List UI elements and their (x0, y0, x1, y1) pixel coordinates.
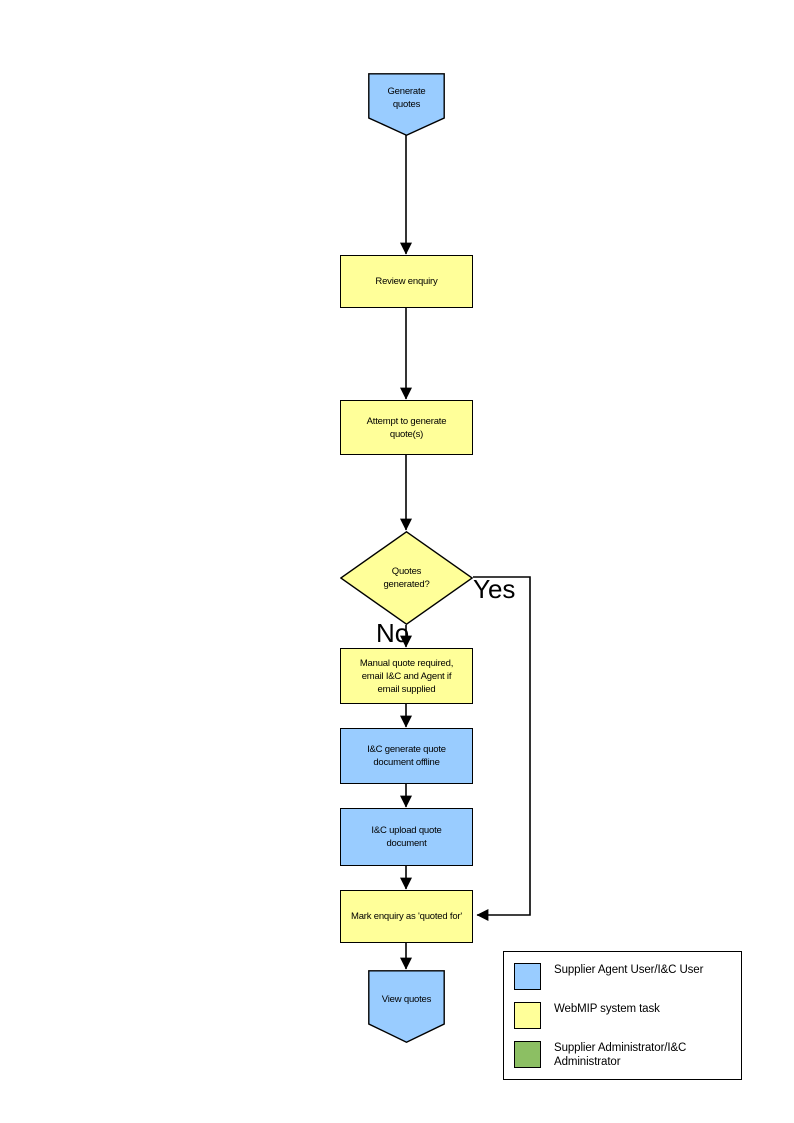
edge-label-yes: Yes (473, 574, 516, 604)
node-attempt-generate-quotes[interactable]: Attempt to generate quote(s) (340, 400, 473, 455)
edge-yes-to-mark (473, 576, 531, 921)
node-label: View quotes (381, 994, 432, 1005)
node-mark-enquiry-quoted-for[interactable]: Mark enquiry as 'quoted for' (340, 890, 473, 943)
node-review-enquiry[interactable]: Review enquiry (340, 255, 473, 308)
legend-label: Supplier Agent User/I&C User (554, 964, 704, 976)
node-label: Review enquiry (375, 276, 438, 287)
legend-row: Supplier Administrator/I&C Administrator (514, 1041, 686, 1069)
legend-label: WebMIP system task (554, 1003, 660, 1015)
diamond-shape (340, 531, 473, 625)
node-label: I&C upload quote document (371, 825, 442, 849)
edge-label-no: No (376, 618, 410, 648)
node-label: Generate quotes (387, 85, 426, 110)
node-view-quotes[interactable]: View quotes (368, 970, 445, 1043)
legend-row: Supplier Agent User/I&C User (514, 963, 703, 990)
node-label: Mark enquiry as 'quoted for' (350, 911, 463, 922)
node-manual-quote-required[interactable]: Manual quote required, email I&C and Age… (340, 648, 473, 704)
node-label: Quotes generated? (383, 566, 430, 590)
node-quotes-generated-decision[interactable]: Quotes generated? (340, 531, 473, 625)
node-label: Manual quote required, email I&C and Age… (359, 657, 454, 695)
pentagon-shape (368, 73, 445, 136)
pentagon-shape (368, 970, 445, 1043)
node-generate-quotes[interactable]: Generate quotes (368, 73, 445, 136)
legend-label: Supplier Administrator/I&C Administrator (554, 1042, 687, 1068)
node-label: Attempt to generate quote(s) (366, 415, 447, 440)
legend-swatch-supplier-agent-user (514, 963, 541, 990)
legend-swatch-webmip-system-task (514, 1002, 541, 1029)
legend: Supplier Agent User/I&C User WebMIP syst… (503, 951, 742, 1080)
node-label: I&C generate quote document offline (367, 744, 446, 768)
legend-swatch-supplier-administrator (514, 1041, 541, 1068)
node-ic-upload-quote-document[interactable]: I&C upload quote document (340, 808, 473, 866)
node-ic-generate-quote-document[interactable]: I&C generate quote document offline (340, 728, 473, 784)
legend-row: WebMIP system task (514, 1002, 660, 1029)
